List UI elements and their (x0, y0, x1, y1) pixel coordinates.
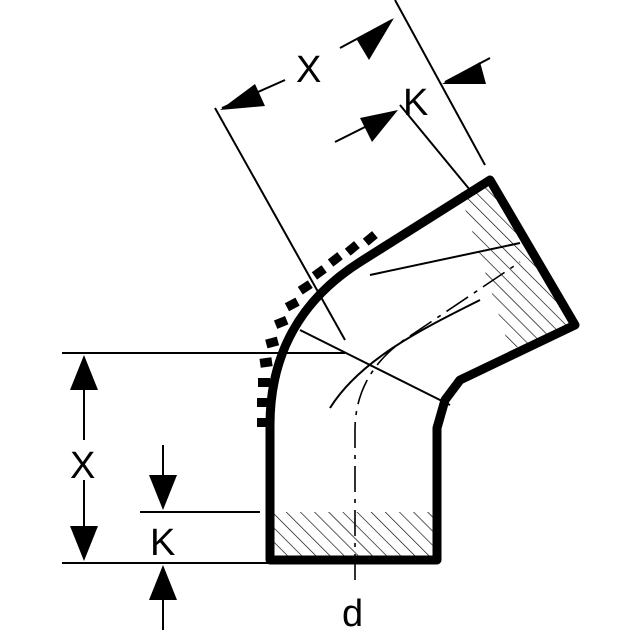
label-x-angled: X (296, 49, 321, 91)
vertical-x-dimension (62, 352, 345, 564)
label-x-vertical: X (70, 445, 95, 487)
angled-ref-line-bottom (299, 329, 451, 406)
label-k-angled: K (403, 82, 428, 124)
angled-k-dimension (334, 57, 491, 143)
elbow-inner-curve (329, 299, 481, 409)
center-line (354, 261, 521, 580)
hatched-socket-top (460, 180, 575, 350)
angled-ref-line-top (369, 242, 521, 276)
ext-line-x-left (214, 107, 346, 341)
angled-x-dimension (220, 18, 394, 110)
ext-line-k-left (399, 104, 471, 191)
ext-line-x-right (394, 0, 486, 166)
elbow-body-outline (265, 175, 580, 565)
label-k-vertical: K (150, 522, 175, 564)
vertical-k-dimension (140, 445, 260, 630)
fusion-rib-serrations (257, 231, 378, 427)
label-d: d (342, 593, 363, 635)
